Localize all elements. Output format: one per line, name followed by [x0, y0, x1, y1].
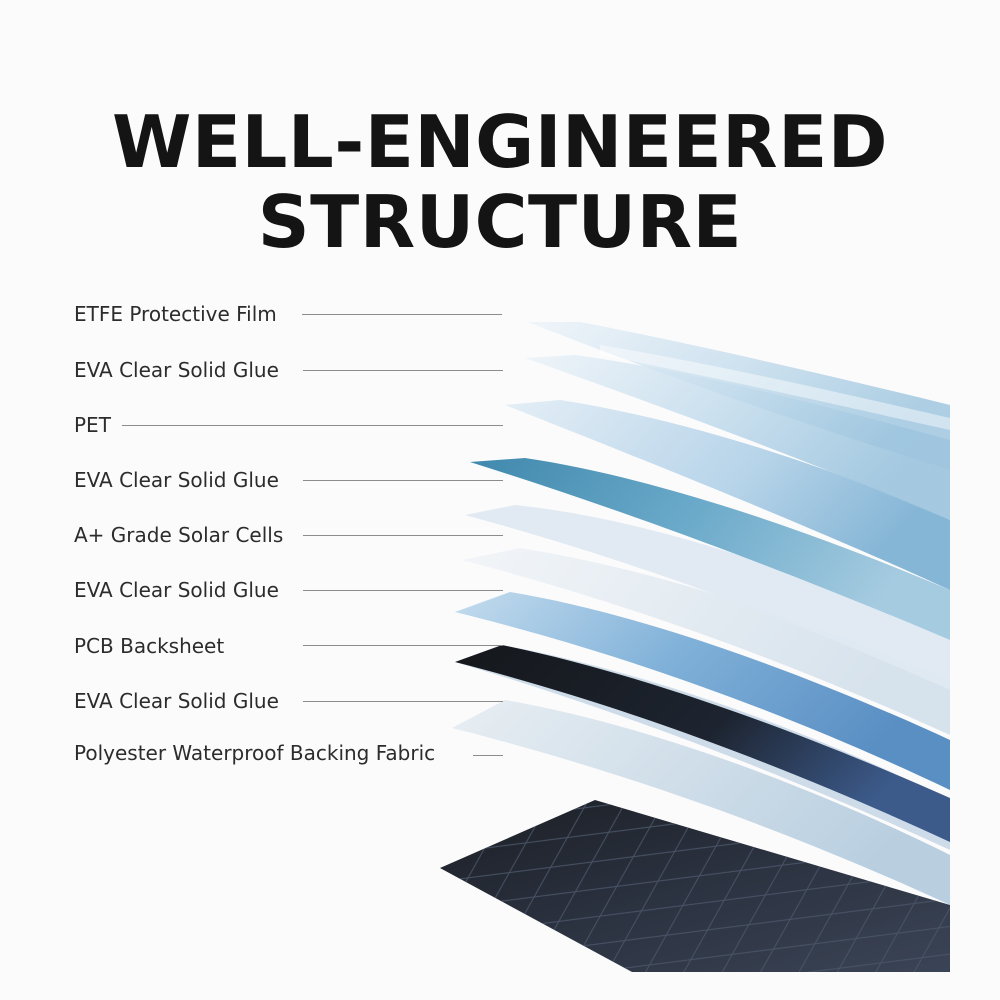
leader-line — [303, 535, 503, 536]
leader-line — [303, 645, 503, 646]
layer-label-3: PET — [74, 410, 111, 440]
film-highlight — [600, 345, 950, 430]
title-line-2: STRUCTURE — [257, 180, 743, 264]
leader-line — [303, 480, 503, 481]
layer-label-text: EVA Clear Solid Glue — [74, 468, 279, 492]
title-line-1: WELL-ENGINEERED — [111, 100, 889, 184]
layer-label-text: PET — [74, 413, 111, 437]
layer-shape-backing-fabric — [452, 700, 950, 905]
leader-line — [303, 370, 503, 371]
solar-panel-cells — [440, 800, 950, 972]
leader-line — [303, 701, 503, 702]
layer-label-7: PCB Backsheet — [74, 631, 224, 661]
layer-label-4: EVA Clear Solid Glue — [74, 465, 279, 495]
layer-labels: ETFE Protective Film EVA Clear Solid Glu… — [74, 299, 503, 768]
layer-label-5: A+ Grade Solar Cells — [74, 520, 283, 550]
layer-label-1: ETFE Protective Film — [74, 299, 277, 329]
layer-label-text: PCB Backsheet — [74, 634, 225, 658]
layer-shape-pcb-backsheet — [455, 645, 950, 842]
leader-line — [303, 590, 503, 591]
leader-line — [122, 425, 503, 426]
layer-shape-eva-3 — [455, 592, 950, 790]
layer-shape-pet — [505, 400, 950, 590]
layer-shape-solar-cells — [462, 548, 950, 735]
layer-label-text: A+ Grade Solar Cells — [74, 523, 284, 547]
layer-label-2: EVA Clear Solid Glue — [74, 355, 279, 385]
layer-label-6: EVA Clear Solid Glue — [74, 575, 279, 605]
layer-label-text: ETFE Protective Film — [74, 302, 277, 326]
layer-label-9: Polyester Waterproof Backing Fabric — [74, 738, 435, 768]
layer-label-text: EVA Clear Solid Glue — [74, 358, 279, 382]
layer-label-text: EVA Clear Solid Glue — [74, 689, 279, 713]
leader-line — [473, 755, 503, 756]
page-title: WELL-ENGINEERED STRUCTURE — [0, 102, 1000, 262]
layer-shape-eva-2 — [470, 458, 950, 640]
leader-line — [302, 314, 502, 315]
layer-shape-etfe — [528, 322, 950, 470]
layer-label-8: EVA Clear Solid Glue — [74, 686, 279, 716]
layer-label-text: Polyester Waterproof Backing Fabric — [74, 741, 436, 765]
layer-label-text: EVA Clear Solid Glue — [74, 578, 279, 602]
